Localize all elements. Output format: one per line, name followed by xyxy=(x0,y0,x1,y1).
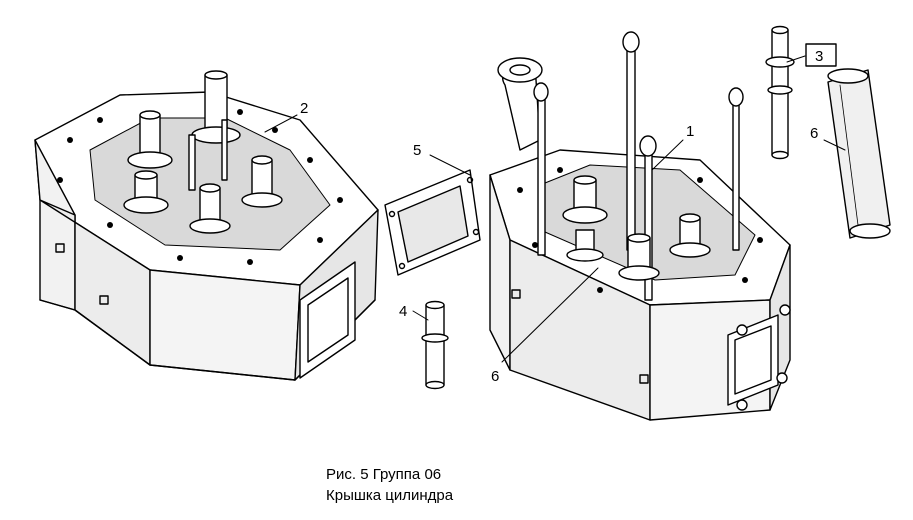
callout-5: 5 xyxy=(413,142,421,159)
callout-4: 4 xyxy=(399,303,407,320)
leader-lines xyxy=(264,55,846,363)
callout-6-right: 6 xyxy=(810,125,818,142)
callout-3: 3 xyxy=(815,48,823,65)
part-6-tube xyxy=(827,68,891,239)
part-5-gasket xyxy=(384,169,481,276)
callout-3-box xyxy=(805,43,837,67)
part-4-valve-guide xyxy=(421,300,449,390)
callout-2: 2 xyxy=(300,100,308,117)
caption-subtitle: Крышка цилиндра xyxy=(326,487,454,504)
callout-6-left: 6 xyxy=(491,368,499,385)
right-cylinder-head xyxy=(489,31,791,421)
callout-1: 1 xyxy=(686,123,694,140)
left-cylinder-head xyxy=(34,70,379,381)
figure-caption: Рис. 5 Группа 06 Крышка цилиндра xyxy=(326,464,453,506)
caption-title: Рис. 5 Группа 06 xyxy=(326,466,442,483)
part-3-sleeve xyxy=(765,25,795,160)
